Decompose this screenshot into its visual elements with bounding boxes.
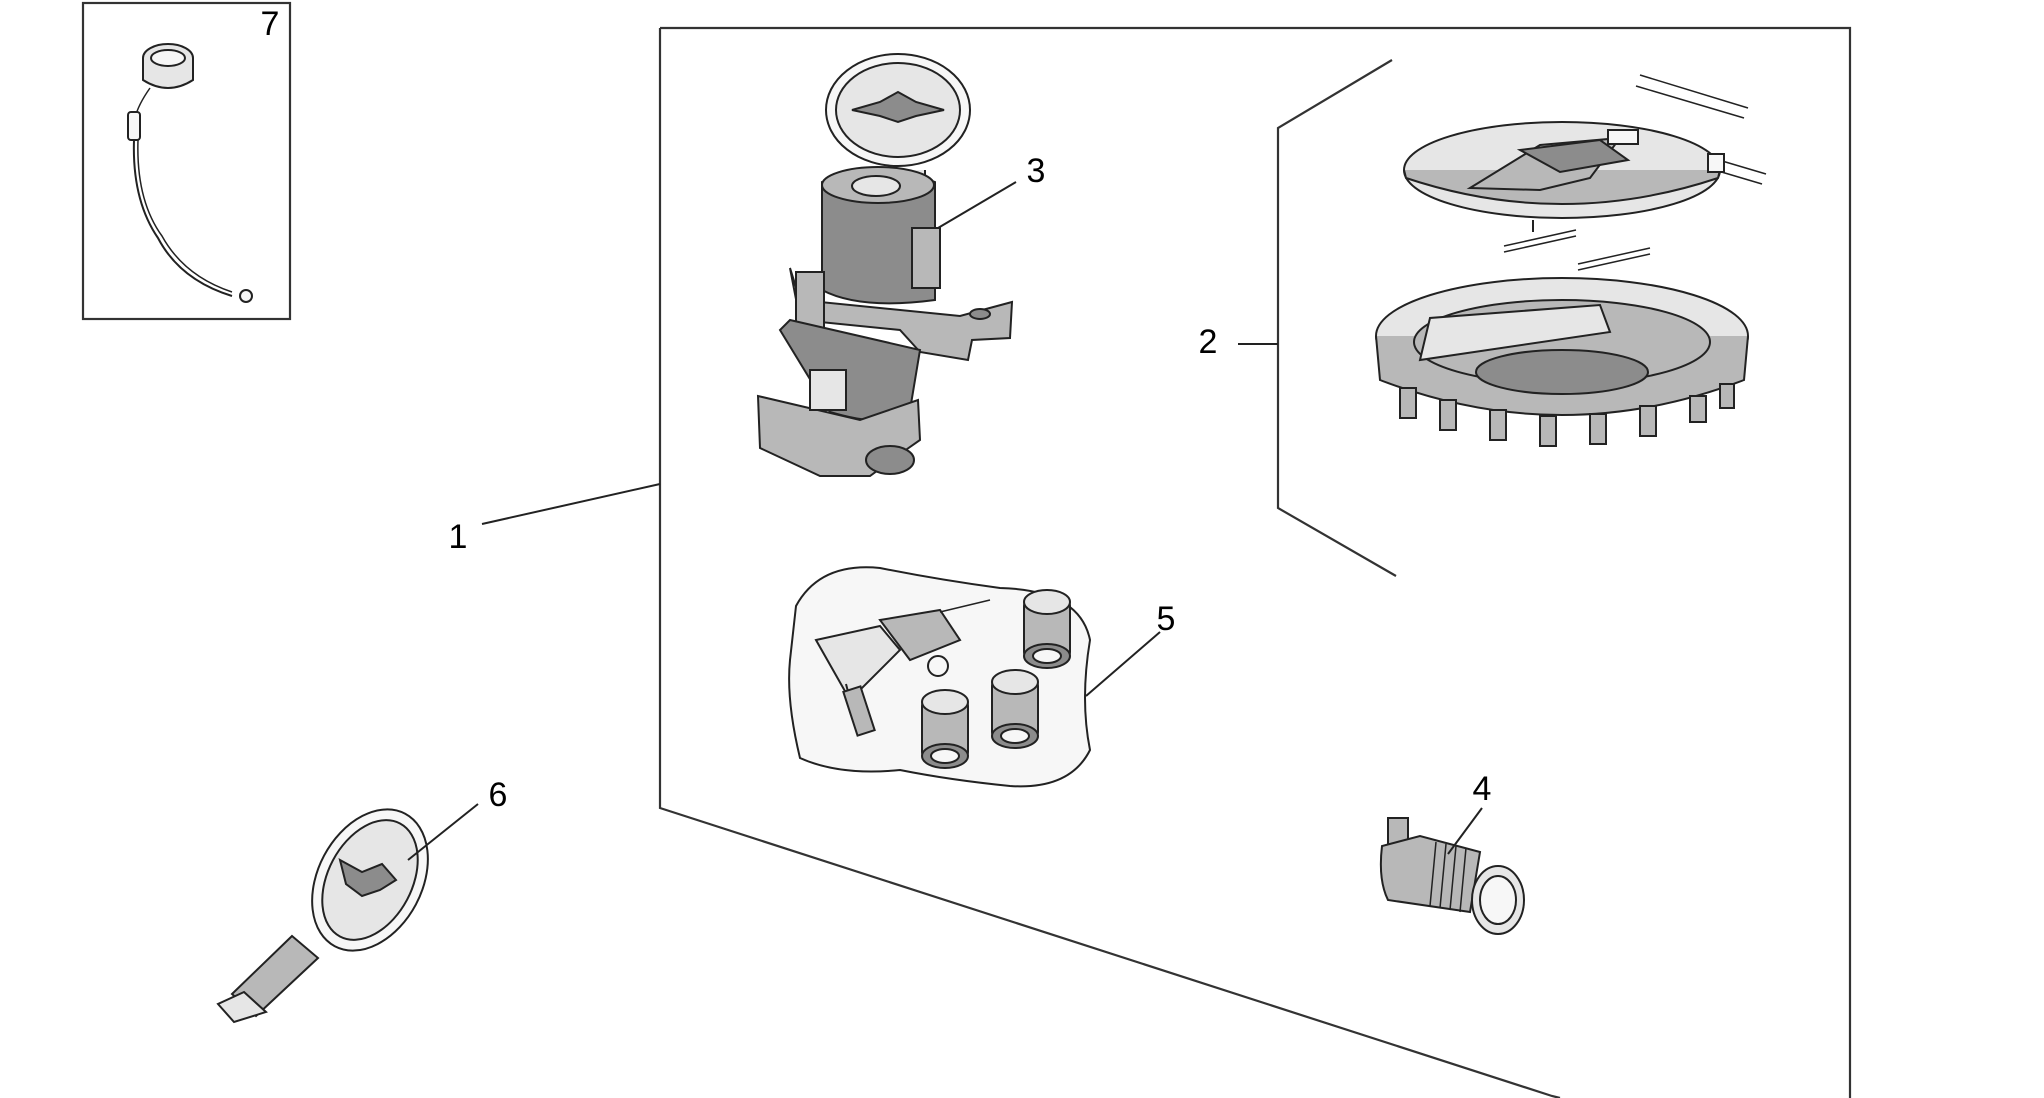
switch-keyhole [851,175,901,197]
bracket-hole [969,308,991,320]
lock-cylinder-a [1023,589,1071,669]
part-6-key[interactable] [216,789,451,1024]
switch-tab [911,227,941,289]
gasket-strip-4 [1577,253,1651,271]
cap-emblem [1516,138,1631,174]
leader-1 [481,483,661,525]
cap-hinge [1607,129,1639,145]
switch-bracket [789,267,1014,362]
lanyard-ring [239,289,253,303]
callout-6: 6 [489,776,508,814]
cylinder-threads [1429,841,1467,913]
decal-strip-2 [1635,85,1745,119]
part-2-bracket [1276,59,1397,577]
leader-4 [1447,807,1483,855]
gasket-strip-1 [1503,229,1577,247]
bag-bead [927,655,949,677]
part-7-box [81,1,292,321]
callout-5: 5 [1157,600,1176,638]
switch-plug [865,445,915,475]
part-2-fuel-cap[interactable] [1375,74,1767,447]
bag-key-blank [814,624,902,702]
key-emblem-3 [851,90,945,124]
cap-tab [1707,153,1725,173]
lanyard-cord [132,139,233,297]
callout-7: 7 [261,5,280,43]
bag-tag-text [939,599,991,613]
cap-inner [150,49,186,67]
gasket-strip-2 [1503,235,1577,253]
callout-4: 4 [1473,770,1492,808]
part-4-lock-cylinder[interactable] [1379,817,1525,935]
ring-shelf [1418,303,1612,362]
lanyard-clip [127,111,141,141]
kit-frame [658,26,1852,1098]
switch-connector [809,369,847,411]
cap-lid-edge [1403,169,1721,205]
lanyard-cord-2 [137,139,233,293]
bag-key-blade [842,685,876,737]
part-3-ignition-switch[interactable] [756,53,1014,477]
callout-1: 1 [449,518,468,556]
gasket-strip-3 [1577,247,1651,265]
ring-teeth [1399,383,1735,447]
cap-body [142,58,194,89]
lock-cylinder-c [921,689,969,769]
key-blade-6 [216,990,268,1024]
decal-strip-1 [1639,74,1749,109]
leader-5 [1085,631,1161,697]
bag-tag [878,608,962,662]
part-5-lock-kit-bag[interactable] [788,566,1092,788]
callout-3: 3 [1027,152,1046,190]
leader-6 [407,803,479,861]
cylinder-face-inner [1479,875,1517,925]
key-emblem-6 [338,858,398,898]
leader-3 [937,181,1017,229]
ring-throat [1475,349,1649,395]
part-7-cap-lanyard[interactable] [81,1,292,321]
lock-cylinder-b [991,669,1039,749]
callout-2: 2 [1199,323,1218,361]
